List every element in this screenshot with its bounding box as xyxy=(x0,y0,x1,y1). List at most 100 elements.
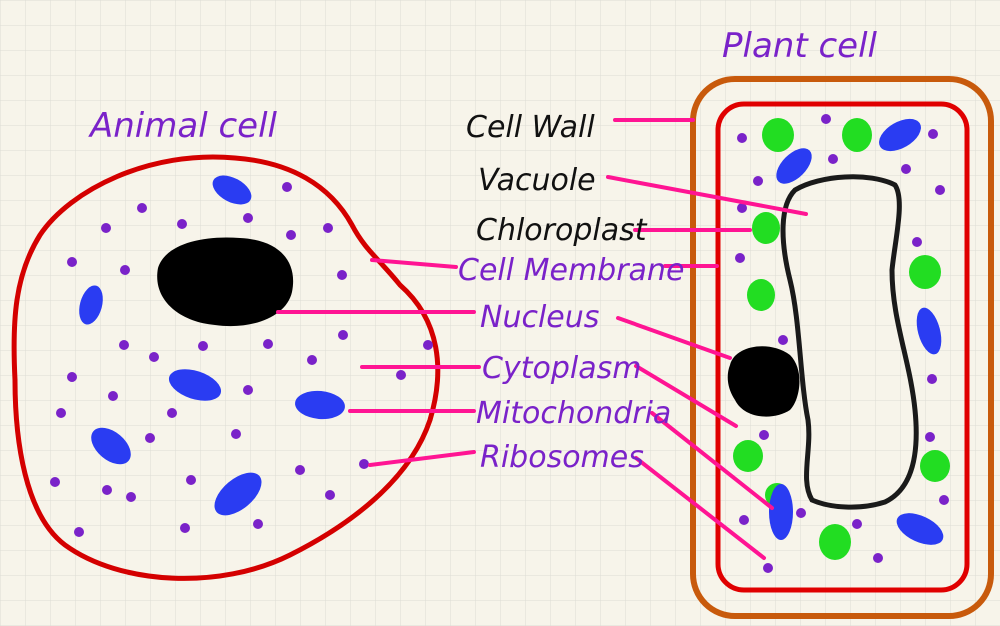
ribosome xyxy=(753,176,763,186)
ribosome xyxy=(928,129,938,139)
ribosome xyxy=(337,270,347,280)
ribosome xyxy=(137,203,147,213)
mitochondrion xyxy=(295,390,345,420)
chloroplast xyxy=(909,255,941,289)
plant-vacuole xyxy=(780,174,919,510)
plant-cell xyxy=(690,76,994,619)
ribosome xyxy=(901,164,911,174)
leader-ribosomes-plant xyxy=(634,456,766,560)
mitochondrion xyxy=(879,118,921,152)
leader-lines xyxy=(276,118,808,560)
ribosome xyxy=(177,219,187,229)
chloroplast xyxy=(762,118,794,152)
ribosome xyxy=(423,340,433,350)
ribosome xyxy=(325,490,335,500)
ribosome xyxy=(243,213,253,223)
ribosome xyxy=(778,335,788,345)
ribosome xyxy=(796,508,806,518)
mitochondrion xyxy=(896,513,944,545)
ribosome xyxy=(735,253,745,263)
ribosome xyxy=(108,391,118,401)
mitochondrion xyxy=(776,148,812,184)
ribosome xyxy=(821,114,831,124)
mitochondrion xyxy=(79,285,103,325)
plant-cell-membrane xyxy=(715,101,970,593)
leader-nucleus-plant xyxy=(616,316,732,360)
label-vacuole: Vacuole xyxy=(478,163,596,198)
chloroplast xyxy=(842,118,872,152)
chloroplast xyxy=(733,440,763,472)
ribosome xyxy=(396,370,406,380)
ribosome xyxy=(935,185,945,195)
ribosome xyxy=(101,223,111,233)
plant-cell-wall xyxy=(690,76,994,619)
ribosome xyxy=(295,465,305,475)
ribosome xyxy=(119,340,129,350)
ribosome xyxy=(120,265,130,275)
animal-mitochondria xyxy=(79,175,345,516)
ribosome xyxy=(759,430,769,440)
ribosome xyxy=(186,475,196,485)
ribosome xyxy=(307,355,317,365)
ribosome xyxy=(167,408,177,418)
ribosome xyxy=(927,374,937,384)
label-mitochondria: Mitochondria xyxy=(476,396,671,431)
leader-mitochondria-plant xyxy=(650,411,774,510)
chloroplast xyxy=(920,450,950,482)
ribosome xyxy=(939,495,949,505)
ribosome xyxy=(925,432,935,442)
animal-cell-membrane xyxy=(11,154,441,581)
ribosome xyxy=(180,523,190,533)
mitochondrion xyxy=(916,307,942,355)
ribosome xyxy=(102,485,112,495)
ribosome xyxy=(912,237,922,247)
ribosome xyxy=(359,459,369,469)
ribosome xyxy=(828,154,838,164)
label-cell-membrane: Cell Membrane xyxy=(458,253,684,288)
plant-ribosomes xyxy=(735,114,949,573)
chloroplast xyxy=(747,279,775,311)
ribosome xyxy=(737,133,747,143)
ribosome xyxy=(67,372,77,382)
ribosome xyxy=(852,519,862,529)
ribosome xyxy=(282,182,292,192)
label-ribosomes: Ribosomes xyxy=(480,440,644,475)
chloroplast xyxy=(819,524,851,560)
plant-nucleus xyxy=(727,346,800,417)
mitochondrion xyxy=(168,369,222,401)
ribosome xyxy=(56,408,66,418)
mitochondrion xyxy=(91,427,131,465)
title-animal-cell: Animal cell xyxy=(88,106,278,146)
label-cytoplasm: Cytoplasm xyxy=(482,351,641,386)
ribosome xyxy=(739,515,749,525)
mitochondrion xyxy=(214,472,262,516)
ribosome xyxy=(126,492,136,502)
mitochondrion xyxy=(212,175,252,205)
ribosome xyxy=(873,553,883,563)
animal-cell xyxy=(11,154,441,581)
ribosome xyxy=(67,257,77,267)
ribosome xyxy=(74,527,84,537)
leader-vacuole xyxy=(606,175,808,216)
animal-nucleus xyxy=(157,237,294,327)
leader-ribosomes-animal xyxy=(368,450,476,467)
ribosome xyxy=(263,339,273,349)
leader-cytoplasm-plant xyxy=(634,364,738,428)
ribosome xyxy=(243,385,253,395)
ribosome xyxy=(737,203,747,213)
animal-ribosomes xyxy=(50,182,433,537)
plant-mitochondria xyxy=(769,118,944,545)
ribosome xyxy=(253,519,263,529)
ribosome xyxy=(198,341,208,351)
ribosome xyxy=(149,352,159,362)
ribosome xyxy=(763,563,773,573)
label-nucleus: Nucleus xyxy=(480,300,599,335)
leader-cell-membrane-animal xyxy=(370,258,458,269)
mitochondrion xyxy=(769,484,793,540)
label-cell-wall: Cell Wall xyxy=(466,110,595,145)
ribosome xyxy=(231,429,241,439)
ribosome xyxy=(145,433,155,443)
ribosome xyxy=(50,477,60,487)
title-plant-cell: Plant cell xyxy=(722,26,878,66)
